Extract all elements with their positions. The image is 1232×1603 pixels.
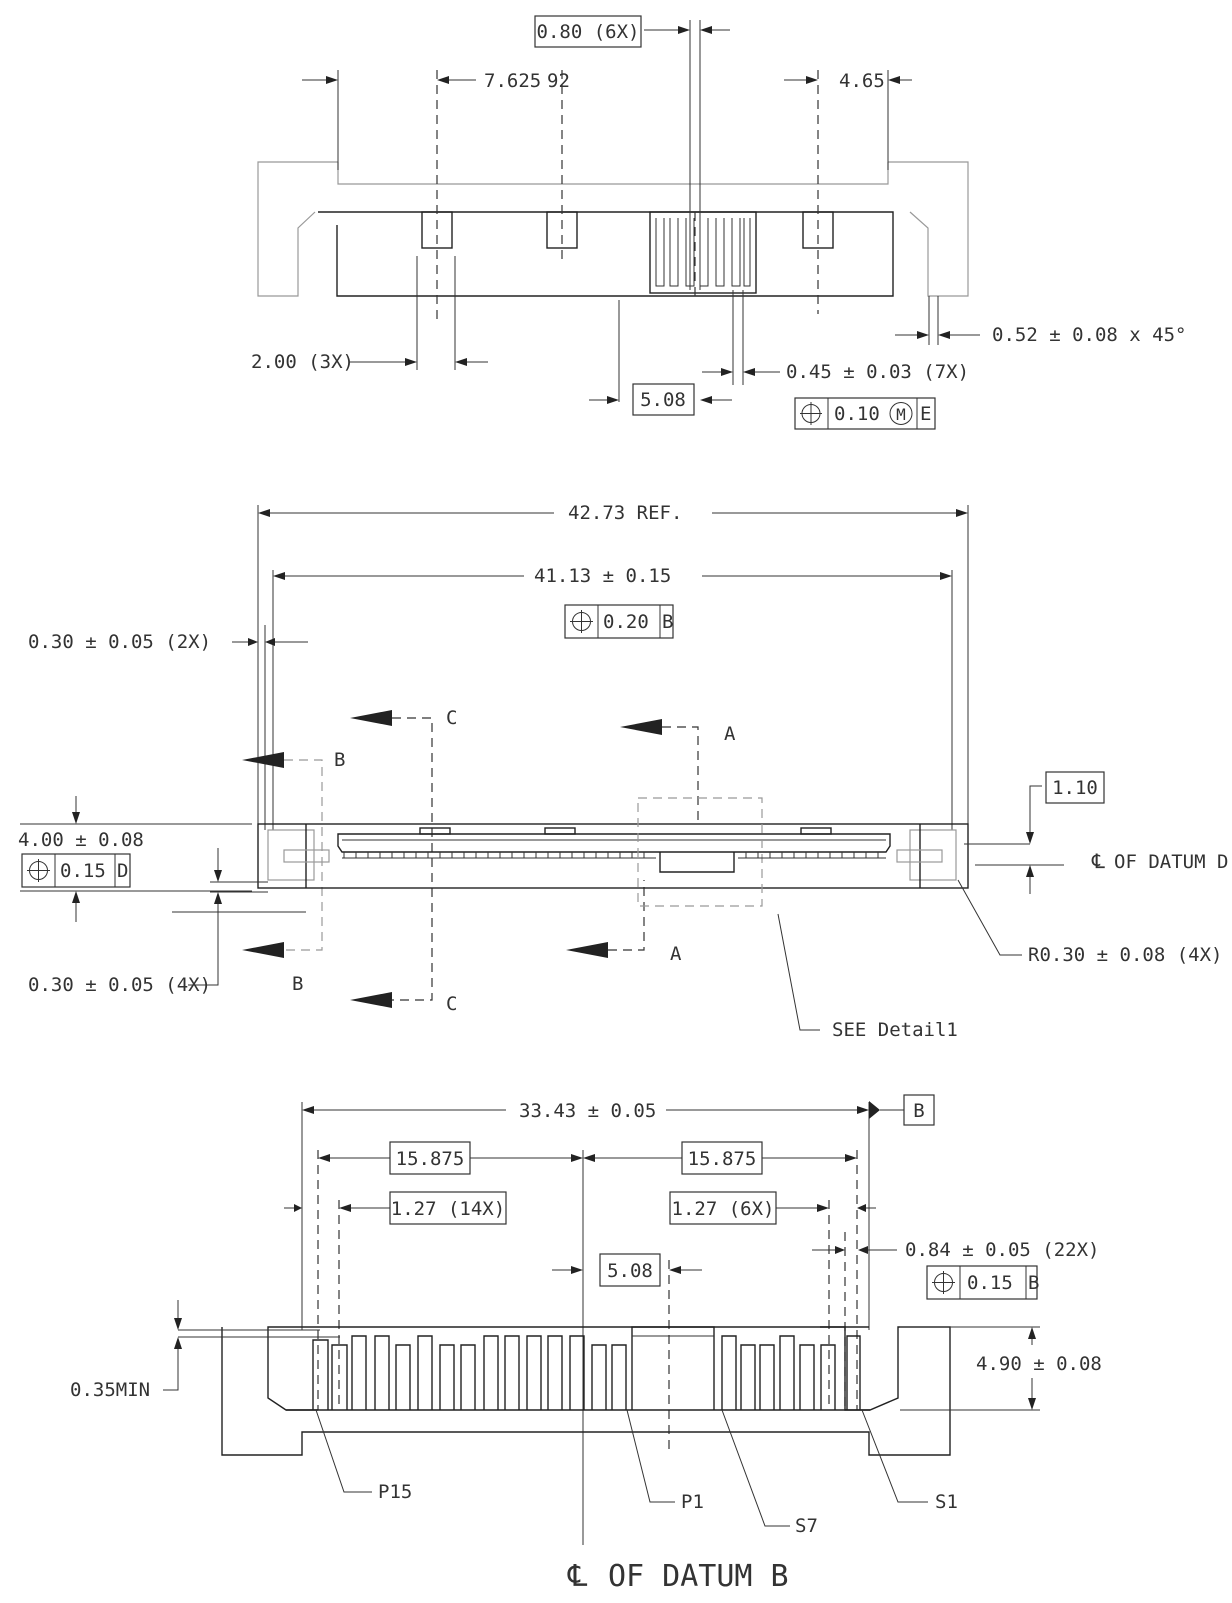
fcf-top-datum: E (920, 403, 931, 425)
dim-4113: 41.13 ± 0.15 (534, 565, 671, 587)
radius-label: R0.30 ± 0.08 (4X) (1028, 944, 1222, 966)
cl-datum-d: OF DATUM D (1114, 851, 1228, 873)
dim-030-2x: 0.30 ± 0.05 (2X) (28, 631, 211, 653)
section-b-bottom: B (292, 973, 303, 995)
dim-7625: 7.625 (484, 70, 541, 92)
fcf-top: 0.10 M E (794, 397, 936, 430)
fcf-mid-a-datum: B (662, 611, 673, 633)
cl-symbol-d: ℄ (1091, 849, 1105, 873)
label-p15: P15 (378, 1481, 412, 1503)
section-c-top: C (446, 707, 457, 729)
section-c-bottom: C (446, 993, 457, 1015)
dim-3343: 33.43 ± 0.05 (519, 1100, 656, 1122)
dim-chamfer: 0.52 ± 0.08 x 45° (992, 324, 1186, 346)
section-a-bottom: A (670, 943, 682, 965)
fcf-top-tol: 0.10 (834, 403, 880, 425)
dim-110: 1.10 (1052, 777, 1098, 799)
dim-508-bottom: 5.08 (607, 1260, 653, 1282)
dim-200-3x: 2.00 (3X) (251, 351, 354, 373)
fcf-bottom: 0.15 B (926, 1265, 1039, 1300)
bottom-view: 33.43 ± 0.05 B 15.875 15.875 1.27 (14X) … (70, 1094, 1102, 1594)
cl-datum-b: OF DATUM B (608, 1559, 789, 1594)
dim-508-top: 5.08 (640, 389, 686, 411)
dim-084-22x: 0.84 ± 0.05 (22X) (905, 1239, 1099, 1261)
label-s7: S7 (795, 1515, 818, 1537)
dim-045-7x: 0.45 ± 0.03 (7X) (786, 361, 969, 383)
fcf-mid-b-tol: 0.15 (60, 860, 106, 882)
bottom-contacts (312, 1326, 861, 1410)
fcf-bottom-datum: B (1028, 1272, 1039, 1294)
mid-view: 42.73 REF. 41.13 ± 0.15 0.20 B 0.30 ± 0.… (18, 502, 1228, 1041)
label-s1: S1 (935, 1491, 958, 1513)
cl-symbol-b: ℄ (567, 1559, 588, 1594)
center-contacts (655, 218, 751, 287)
dim-127-6x: 1.27 (6X) (672, 1198, 775, 1220)
dim-4273: 42.73 REF. (568, 502, 682, 524)
dim-490: 4.90 ± 0.08 (976, 1353, 1102, 1375)
mmc-circle-icon (889, 402, 913, 425)
dim-pin-width-6x: 0.80 (6X) (537, 21, 640, 43)
dim-465: 4.65 (839, 70, 885, 92)
fcf-mid-a: 0.20 B (564, 604, 674, 639)
dim-400: 4.00 ± 0.08 (18, 829, 144, 851)
section-a-top: A (724, 723, 736, 745)
see-detail: SEE Detail1 (832, 1019, 958, 1041)
dim-92: 92 (547, 70, 570, 92)
dim-127-14x: 1.27 (14X) (391, 1198, 505, 1220)
fcf-bottom-tol: 0.15 (967, 1272, 1013, 1294)
section-b-top: B (334, 749, 345, 771)
datum-b-box: B (913, 1100, 924, 1122)
dim-15875-left: 15.875 (396, 1148, 465, 1170)
fcf-top-mod: M (896, 405, 906, 424)
dim-035-min: 0.35MIN (70, 1379, 150, 1401)
fcf-mid-b-datum: D (117, 860, 128, 882)
dim-030-4x: 0.30 ± 0.05 (4X) (28, 974, 211, 996)
fcf-mid-a-tol: 0.20 (603, 611, 649, 633)
dim-15875-right: 15.875 (688, 1148, 757, 1170)
label-p1: P1 (681, 1491, 704, 1513)
fcf-mid-b: 0.15 D (21, 853, 131, 888)
top-view: 0.80 (6X) 7.625 92 4.65 2.00 (3X) 0.52 ±… (251, 15, 1186, 430)
